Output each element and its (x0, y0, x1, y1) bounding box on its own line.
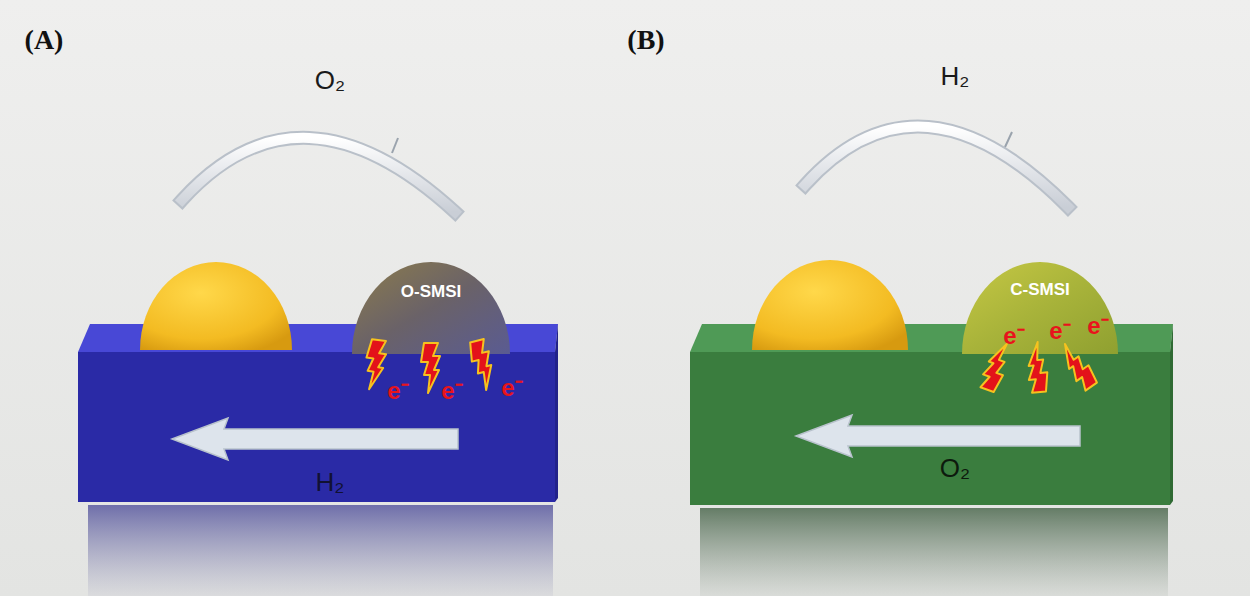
spillover-arc (805, 127, 1068, 207)
slab-shadow (88, 505, 553, 596)
dome-fill (962, 262, 1118, 354)
spillover-arc (182, 138, 455, 212)
gas-label: O₂ (940, 453, 970, 484)
spillover-arc (182, 138, 455, 212)
spillover-arc (805, 127, 1068, 207)
electron-bolt (421, 343, 440, 393)
gas-label: H₂ (941, 61, 970, 92)
metal-particle (752, 260, 908, 350)
electron-label: e⁻ (501, 370, 522, 403)
slab-side (555, 324, 558, 502)
arc-break (1005, 132, 1012, 147)
panel-label: (B) (627, 24, 664, 56)
particle-label: C-SMSI (1010, 280, 1070, 300)
arc-break (392, 138, 398, 153)
flow-arrow (796, 415, 1080, 457)
flow-arrow (172, 418, 458, 460)
slab-shadow (700, 508, 1168, 596)
electron-bolt (467, 339, 498, 392)
electron-bolt (362, 339, 388, 391)
slab-front (690, 352, 1170, 505)
metal-particle (140, 262, 292, 350)
slab-side (1170, 324, 1173, 505)
electron-label: e⁻ (441, 373, 462, 406)
panel-label: (A) (25, 24, 64, 56)
electron-bolt (1026, 341, 1049, 392)
gas-label: H₂ (316, 467, 345, 498)
support-slab: O₂ (690, 352, 1170, 505)
dome-shape (962, 262, 1118, 354)
electron-label: e⁻ (387, 373, 408, 406)
smsi-particle: C-SMSI (962, 262, 1118, 354)
particle-label: O-SMSI (401, 282, 461, 302)
electron-label: e⁻ (1049, 313, 1070, 346)
gas-label: O₂ (315, 65, 345, 96)
electron-label: e⁻ (1003, 318, 1024, 351)
electron-label: e⁻ (1087, 308, 1108, 341)
electron-bolt (1055, 340, 1099, 392)
